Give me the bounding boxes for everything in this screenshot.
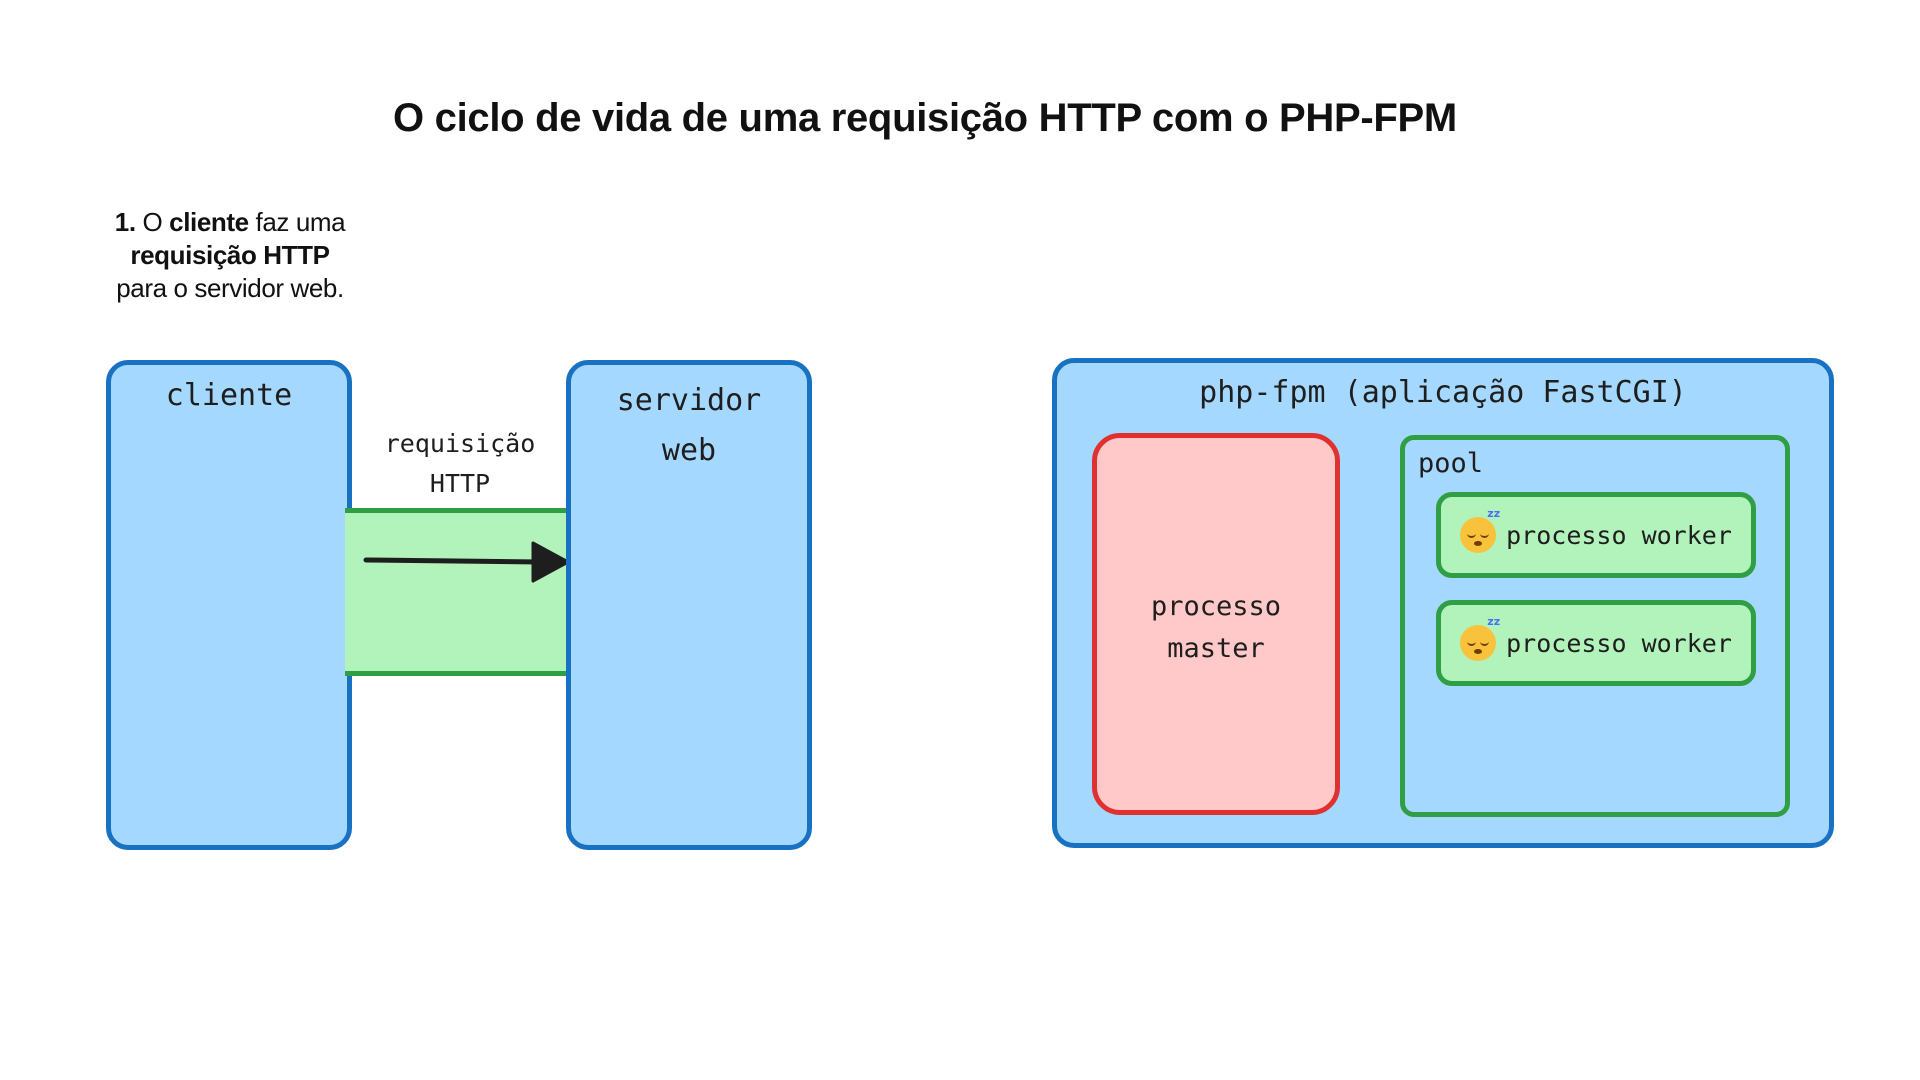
worker-label: processo worker — [1506, 520, 1732, 550]
worker-row: zz processo worker — [1441, 605, 1751, 681]
diagram-title: O ciclo de vida de uma requisição HTTP c… — [393, 96, 1457, 140]
pool-label: pool — [1418, 448, 1484, 479]
webserver-box — [566, 360, 812, 850]
client-box — [106, 360, 352, 850]
webserver-label-line-1: servidor — [616, 383, 762, 418]
sleeping-face-icon: zz — [1460, 615, 1500, 661]
step-description: 1. O cliente faz uma requisição HTTP par… — [70, 206, 390, 305]
webserver-label: servidor web — [566, 376, 812, 476]
step-number: 1. — [114, 207, 136, 237]
master-process-label: processo master — [1092, 586, 1340, 670]
sleeping-face-icon: zz — [1460, 507, 1500, 553]
pool-box — [1400, 435, 1790, 817]
step-keyword-cliente: cliente — [169, 207, 249, 237]
step-keyword-requisicao: requisição HTTP — [130, 240, 330, 270]
step-line-2: requisição HTTP — [70, 239, 390, 272]
request-label: requisição HTTP — [370, 424, 550, 504]
phpfpm-label: php-fpm (aplicação FastCGI) — [1199, 375, 1687, 410]
request-label-line-2: HTTP — [429, 469, 491, 498]
worker-label: processo worker — [1506, 628, 1732, 658]
worker-process-box: zz processo worker — [1436, 600, 1756, 686]
master-process-box — [1092, 433, 1340, 815]
webserver-label-line-2: web — [661, 433, 717, 468]
worker-process-box: zz processo worker — [1436, 492, 1756, 578]
master-process-label-line-1: processo — [1150, 591, 1282, 622]
request-label-line-1: requisição — [384, 429, 536, 458]
master-process-label-line-2: master — [1167, 633, 1265, 664]
request-channel — [345, 508, 573, 676]
step-line-3: para o servidor web. — [116, 273, 344, 303]
step-line-1: 1. O cliente faz uma — [114, 207, 346, 237]
worker-row: zz processo worker — [1441, 497, 1751, 573]
client-label: cliente — [165, 378, 293, 413]
